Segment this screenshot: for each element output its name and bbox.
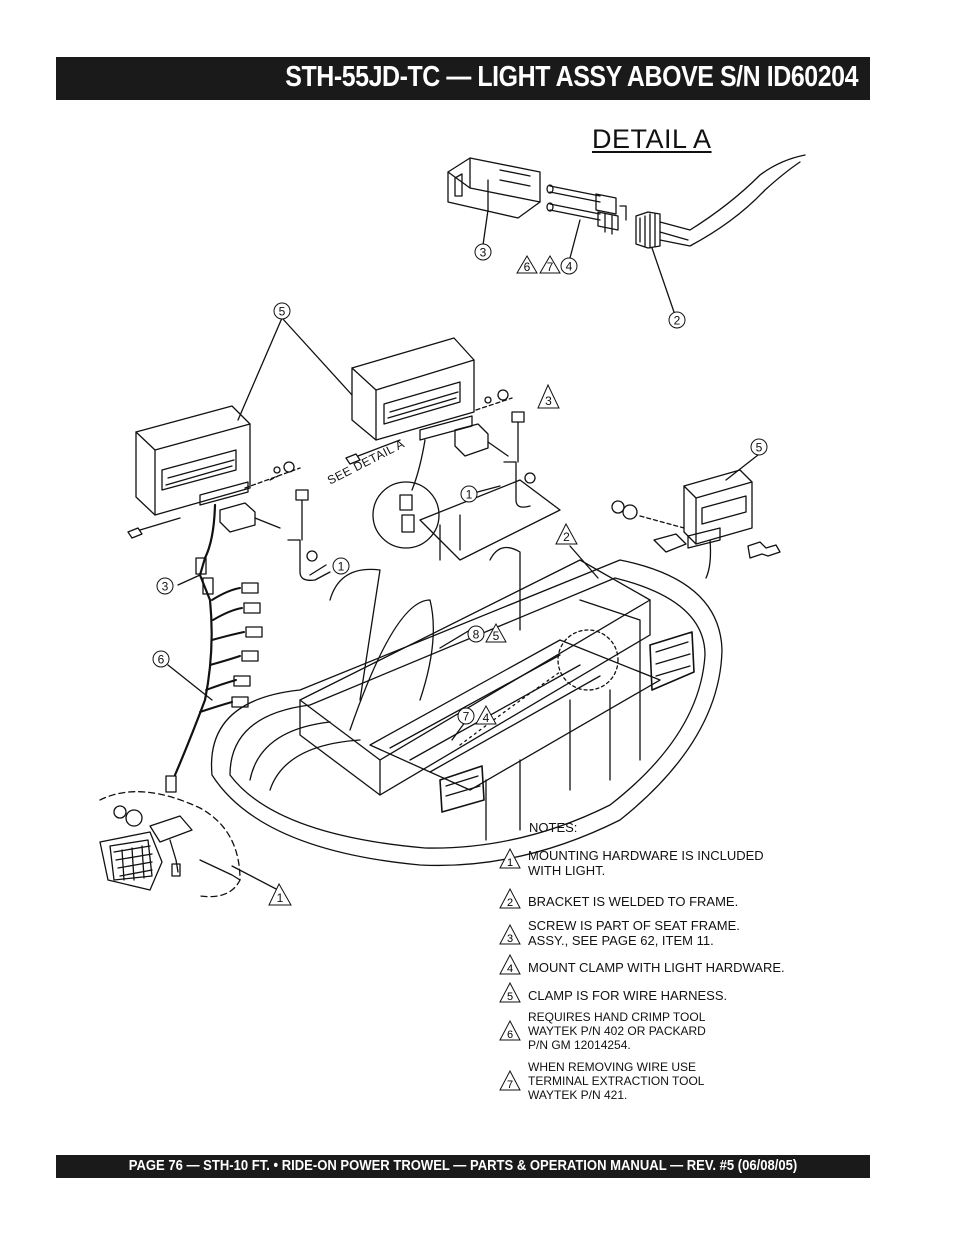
- notes-heading: NOTES:: [529, 820, 578, 835]
- detail-a-terminals: [546, 184, 627, 235]
- trowel-guard-ring: [210, 559, 723, 867]
- note-text-6: REQUIRES HAND CRIMP TOOL WAYTEK P/N 402 …: [528, 1010, 706, 1052]
- left-work-light: [135, 405, 251, 516]
- front-work-light: [99, 791, 241, 898]
- flag-5-clamp: 5: [485, 622, 507, 643]
- page-title-bar: STH-55JD-TC — LIGHT ASSY ABOVE S/N ID602…: [56, 57, 870, 100]
- flag-6-detail: 6: [516, 255, 538, 274]
- callout-1-left: 1: [332, 557, 350, 575]
- callout-8-frame: 8: [467, 625, 485, 643]
- callout-circles: 3 4 2 5 5 1 1 3: [152, 243, 768, 725]
- svg-text:5: 5: [279, 305, 286, 319]
- svg-text:7: 7: [507, 1079, 513, 1091]
- svg-text:1: 1: [507, 857, 513, 869]
- page-footer: PAGE 76 — STH-10 FT. • RIDE-ON POWER TRO…: [128, 1158, 798, 1174]
- note-text-2: BRACKET IS WELDED TO FRAME.: [528, 894, 739, 909]
- note-flag-6: 6: [499, 1020, 521, 1041]
- flag-4-clamp: 4: [475, 704, 497, 725]
- callout-3-detail: 3: [474, 243, 492, 261]
- page-title: STH-55JD-TC — LIGHT ASSY ABOVE S/N ID602…: [285, 61, 858, 93]
- flag-7-detail: 7: [539, 255, 561, 274]
- page-footer-bar: PAGE 76 — STH-10 FT. • RIDE-ON POWER TRO…: [56, 1155, 870, 1178]
- svg-text:6: 6: [507, 1029, 513, 1041]
- note-text-3: SCREW IS PART OF SEAT FRAME. ASSY., SEE …: [528, 918, 740, 948]
- callout-3-harness: 3: [156, 577, 174, 595]
- flag-1-front: 1: [268, 882, 292, 906]
- detail-a-connector-housing: [447, 157, 541, 219]
- svg-text:4: 4: [483, 711, 490, 725]
- callout-4-detail: 4: [560, 257, 578, 275]
- svg-text:6: 6: [524, 260, 531, 274]
- note-flag-2: 2: [499, 888, 521, 909]
- note-flag-3: 3: [499, 924, 521, 945]
- note-text-4: MOUNT CLAMP WITH LIGHT HARDWARE.: [528, 960, 785, 975]
- center-work-light: [351, 337, 475, 441]
- svg-text:1: 1: [277, 891, 284, 905]
- wire-harness: [165, 503, 263, 793]
- center-light-hardware: [345, 389, 536, 508]
- svg-text:4: 4: [507, 963, 513, 975]
- svg-text:7: 7: [547, 260, 554, 274]
- note-flag-1: 1: [499, 848, 521, 869]
- right-work-light: [611, 469, 781, 579]
- left-light-hardware: [127, 461, 331, 581]
- detail-a-connector-plug: [635, 154, 806, 249]
- svg-text:8: 8: [473, 628, 480, 642]
- svg-text:3: 3: [162, 580, 169, 594]
- svg-text:2: 2: [563, 530, 570, 544]
- flag-2-bracket: 2: [555, 522, 578, 545]
- seat-frame: [299, 479, 695, 841]
- callout-7-frame: 7: [457, 707, 475, 725]
- note-flag-4: 4: [499, 954, 521, 975]
- svg-text:3: 3: [545, 394, 552, 408]
- svg-text:5: 5: [756, 441, 763, 455]
- svg-text:3: 3: [507, 933, 513, 945]
- svg-text:7: 7: [463, 710, 470, 724]
- flag-3-bolt: 3: [537, 383, 560, 409]
- callout-5-right: 5: [750, 438, 768, 456]
- note-text-7: WHEN REMOVING WIRE USE TERMINAL EXTRACTI…: [528, 1060, 705, 1102]
- callout-5-top: 5: [273, 302, 291, 320]
- svg-text:1: 1: [338, 560, 345, 574]
- svg-text:5: 5: [507, 991, 513, 1003]
- detail-a-label: DETAIL A: [592, 124, 712, 154]
- svg-text:1: 1: [466, 488, 473, 502]
- callout-flags: 6 7 3 2 5 4 1: [268, 255, 578, 906]
- note-text-5: CLAMP IS FOR WIRE HARNESS.: [528, 988, 728, 1003]
- note-flag-5: 5: [499, 982, 521, 1003]
- svg-text:3: 3: [480, 246, 487, 260]
- svg-text:2: 2: [674, 314, 681, 328]
- callout-1-center: 1: [460, 485, 478, 503]
- see-detail-circle: [372, 481, 440, 549]
- svg-text:4: 4: [566, 260, 573, 274]
- svg-text:5: 5: [493, 629, 500, 643]
- svg-text:6: 6: [158, 653, 165, 667]
- note-text-1: MOUNTING HARDWARE IS INCLUDED WITH LIGHT…: [528, 848, 764, 878]
- note-flag-7: 7: [499, 1070, 521, 1091]
- svg-text:2: 2: [507, 897, 513, 909]
- callout-6-harness: 6: [152, 650, 170, 668]
- callout-2-detail: 2: [668, 311, 686, 329]
